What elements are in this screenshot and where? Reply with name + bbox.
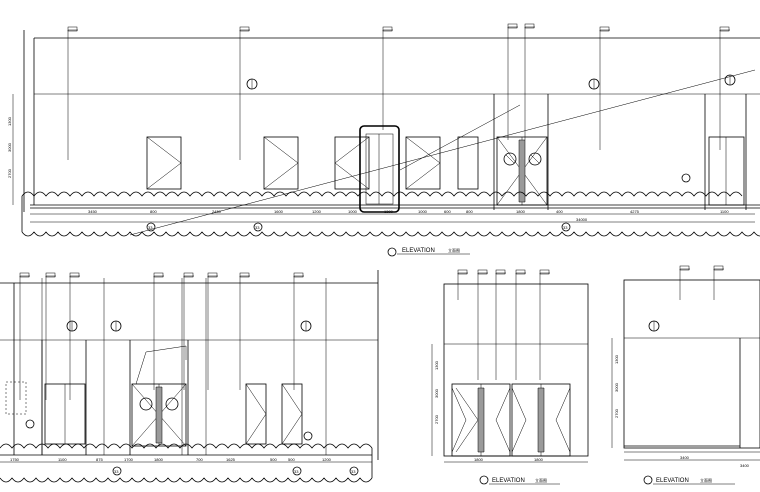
- dim-label: 500: [288, 457, 295, 462]
- dim-label: 1600: [274, 209, 284, 214]
- grid-label: 33: [351, 469, 356, 474]
- section-symbol: [588, 78, 600, 90]
- height-dim-2: 3000: [614, 382, 619, 392]
- height-dim-1: 1300: [7, 116, 12, 126]
- dim-label: 2450: [212, 209, 222, 214]
- dim-label: 400: [556, 209, 563, 214]
- dim-label: 1800: [516, 209, 526, 214]
- height-dim-3: 2700: [434, 414, 439, 424]
- grid-bubble: 33: [292, 466, 302, 476]
- leader-tags: [67, 23, 730, 160]
- door-panel: [263, 136, 299, 190]
- bottom-left-elevation: 1750 1100 875 1700 1800 700 1625 500 500…: [0, 270, 379, 483]
- dim-label: 800: [150, 209, 157, 214]
- dim-total: 34000: [576, 217, 588, 222]
- grid-label: 33: [114, 469, 119, 474]
- top-elevation: 1300 3000 2700: [7, 23, 760, 257]
- dim-label: 500: [270, 457, 277, 462]
- leader-tags: [679, 265, 724, 300]
- dim-label: 1625: [226, 457, 236, 462]
- double-door: [451, 383, 511, 457]
- section-symbol: [110, 320, 122, 332]
- dim-label: 1200: [322, 457, 332, 462]
- dim-label: 875: [96, 457, 103, 462]
- dim-label: 1000: [418, 209, 428, 214]
- ground-hatch: [0, 443, 373, 449]
- dim-label: 1000: [348, 209, 358, 214]
- door-panel: [334, 136, 370, 190]
- dim-chain-bottom-left: 1750 1100 875 1700 1800 700 1625 500 500…: [10, 457, 332, 462]
- caption-sub: 立面图: [535, 477, 547, 483]
- section-symbol: [681, 173, 691, 183]
- caption-top: ELEVATION 立面图: [387, 247, 470, 257]
- dim-label: 600: [444, 209, 451, 214]
- caption-right: ELEVATION 立面图: [643, 475, 735, 485]
- double-door: [511, 383, 571, 457]
- dim-label: 1100: [58, 457, 67, 462]
- dim-label: 1800: [534, 457, 544, 462]
- section-symbol: [246, 78, 258, 90]
- grid-bubble: 33: [349, 466, 359, 476]
- section-symbol: [300, 320, 312, 332]
- caption-sub: 立面图: [448, 247, 460, 253]
- door-panel: [146, 136, 182, 190]
- dim-label: 3400: [740, 463, 750, 468]
- grid-label: 33: [148, 225, 153, 230]
- caption-title: ELEVATION: [656, 478, 689, 484]
- double-door: [131, 383, 187, 447]
- caption-title: ELEVATION: [402, 248, 435, 254]
- dim-label: 1800: [474, 457, 484, 462]
- grid-bubble: 33: [253, 222, 263, 232]
- caption-mid: ELEVATION 立面图: [479, 475, 560, 485]
- dim-chain-top: 3450 800 2450 1600 1200 1000 1300 1000 6…: [88, 209, 729, 222]
- height-dim-2: 3000: [7, 142, 12, 152]
- caption-sub: 立面图: [700, 477, 712, 483]
- leader-tags: [457, 269, 550, 380]
- leader-tags: [19, 272, 304, 400]
- section-symbol: [303, 431, 313, 441]
- bottom-mid-elevation: 1300 3000 2700 1800 1800: [431, 269, 589, 485]
- height-dim-1: 1300: [434, 360, 439, 370]
- dim-label: 1800: [154, 457, 164, 462]
- section-symbol: [66, 320, 78, 332]
- grid-label: 33: [563, 225, 568, 230]
- door-panel: [281, 383, 303, 445]
- bottom-right-elevation: 1300 3000 2700 3400 3400 ELEVATION 立面图: [611, 265, 760, 485]
- ground-hatch: [21, 191, 743, 197]
- dim-label: 1300: [384, 209, 394, 214]
- door-panel: [44, 383, 86, 445]
- dim-label: 4275: [630, 209, 640, 214]
- section-symbol: [724, 74, 736, 86]
- dim-label: 1700: [124, 457, 134, 462]
- grid-bubble: 33: [146, 222, 156, 232]
- dim-label: 1200: [312, 209, 322, 214]
- grid-label: 33: [294, 469, 299, 474]
- dim-label: 3400: [680, 455, 690, 460]
- section-symbol: [25, 419, 35, 429]
- dim-label: 800: [466, 209, 473, 214]
- dim-label: 1750: [10, 457, 20, 462]
- caption-title: ELEVATION: [492, 478, 525, 484]
- height-dim-1: 1300: [614, 354, 619, 364]
- door-panel: [457, 136, 479, 190]
- height-dim-2: 3000: [434, 388, 439, 398]
- section-symbol: [648, 320, 660, 332]
- highlighted-door-outline: [359, 125, 400, 213]
- dim-label: 700: [196, 457, 203, 462]
- dim-label: 1100: [720, 209, 729, 214]
- dim-label: 3450: [88, 209, 98, 214]
- grid-bubble: 33: [112, 466, 122, 476]
- door-panel: [405, 136, 441, 190]
- grid-label: 33: [255, 225, 260, 230]
- door-panel: [708, 136, 745, 206]
- double-door: [496, 136, 548, 206]
- grid-bubble: 33: [561, 222, 571, 232]
- height-dim-3: 2700: [614, 408, 619, 418]
- door-panel: [245, 383, 267, 445]
- height-dim-3: 2700: [7, 168, 12, 178]
